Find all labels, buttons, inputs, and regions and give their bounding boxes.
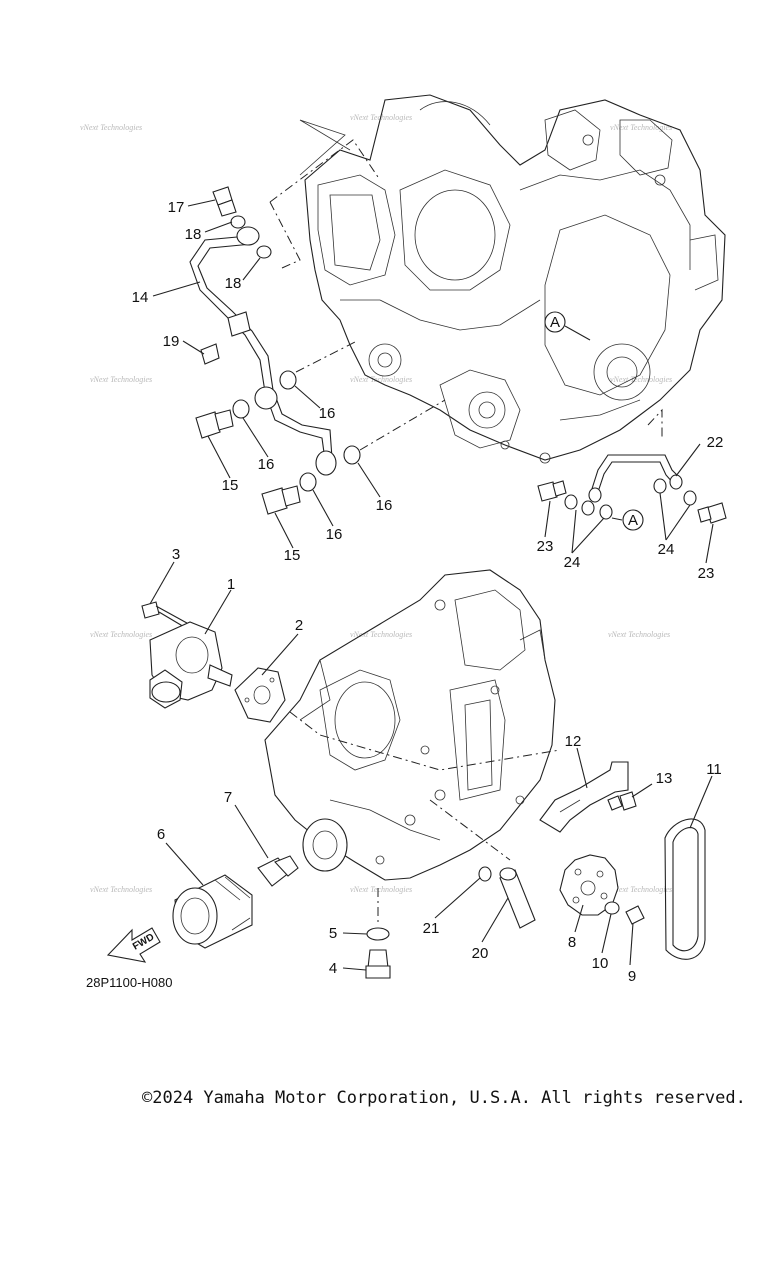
callout-18: 18	[225, 275, 242, 292]
watermark: vNext Technologies	[90, 375, 152, 384]
callout-23: 23	[698, 565, 715, 582]
union-bolt-23a	[537, 480, 567, 502]
copper-washer-18a	[230, 215, 246, 229]
screw-19	[200, 343, 220, 365]
callout-12: 12	[565, 733, 582, 750]
drain-bolt-4	[365, 949, 391, 979]
union-bolt-17	[212, 186, 237, 217]
callout-21: 21	[423, 920, 440, 937]
bolt-3	[141, 601, 197, 635]
ref-marker-label: A	[628, 512, 638, 529]
washer-24c	[599, 504, 613, 520]
callout-8: 8	[568, 934, 576, 951]
callout-9: 9	[628, 968, 636, 985]
washer-24b	[581, 500, 595, 516]
reference-lines-upper	[269, 139, 663, 451]
union-bolt-15b	[261, 485, 301, 515]
oil-pump-1	[149, 621, 233, 709]
callout-16: 16	[258, 456, 275, 473]
callout-24: 24	[658, 541, 675, 558]
washer-16b	[232, 399, 250, 419]
washer-16d	[343, 445, 361, 465]
watermark: vNext Technologies	[350, 885, 412, 894]
nut-9	[625, 905, 645, 925]
callout-15: 15	[222, 477, 239, 494]
gasket-2	[234, 667, 286, 723]
watermark: vNext Technologies	[90, 630, 152, 639]
washer-24e	[683, 490, 697, 506]
washer-24a	[564, 494, 578, 510]
ref-marker-a-engine: A	[544, 311, 591, 341]
callout-16: 16	[376, 497, 393, 514]
oil-filter-6	[172, 874, 253, 949]
copyright-notice: ©2024 Yamaha Motor Corporation, U.S.A. A…	[142, 1088, 746, 1108]
callout-23: 23	[537, 538, 554, 555]
reference-line-pump	[289, 711, 561, 771]
watermark: vNext Technologies	[610, 123, 672, 132]
filter-housing-boss	[302, 818, 348, 872]
callout-24: 24	[564, 554, 581, 571]
chain-guide-12	[539, 761, 629, 833]
callout-3: 3	[172, 546, 180, 563]
washer-10	[604, 901, 620, 915]
callout-6: 6	[157, 826, 165, 843]
chain-11	[664, 818, 706, 960]
copper-washer-18b	[256, 245, 272, 259]
callout-16: 16	[319, 405, 336, 422]
callout-10: 10	[592, 955, 609, 972]
callout-2: 2	[295, 617, 303, 634]
reference-line-pipe	[429, 799, 511, 861]
watermark: vNext Technologies	[608, 630, 670, 639]
callout-13: 13	[656, 770, 673, 787]
sprocket-8	[559, 854, 619, 916]
callout-22: 22	[707, 434, 724, 451]
washer-16c	[299, 472, 317, 492]
callout-15: 15	[284, 547, 301, 564]
watermark: vNext Technologies	[350, 630, 412, 639]
callout-19: 19	[163, 333, 180, 350]
callout-20: 20	[472, 945, 489, 962]
watermark: vNext Technologies	[80, 123, 142, 132]
union-bolt-7	[257, 855, 299, 887]
callout-11: 11	[706, 761, 722, 778]
callout-labels: 17 18 18 14 19 15 16 16 16 16 15 22 23 2…	[132, 199, 724, 985]
leader-lines	[149, 199, 714, 971]
callout-7: 7	[224, 789, 232, 806]
callout-1: 1	[227, 576, 235, 593]
watermark: vNext Technologies	[610, 885, 672, 894]
oil-pipe-22	[588, 454, 683, 503]
crankcase-lower	[264, 569, 556, 881]
watermark: vNext Technologies	[90, 885, 152, 894]
washer-24d	[653, 478, 667, 494]
callout-5: 5	[329, 925, 337, 942]
gasket-5	[366, 927, 390, 941]
callout-16: 16	[326, 526, 343, 543]
ref-marker-label: A	[550, 314, 560, 331]
callout-17: 17	[168, 199, 185, 216]
o-ring-21	[478, 866, 492, 882]
fwd-arrow-icon: FWD	[106, 927, 161, 963]
watermark: vNext Technologies	[350, 375, 412, 384]
washer-16a	[279, 370, 297, 390]
oil-pipe-20	[499, 867, 536, 929]
figure-code: 28P1100-H080	[86, 975, 173, 990]
bolt-13	[607, 791, 637, 811]
union-bolt-15a	[195, 409, 234, 439]
callout-14: 14	[132, 289, 149, 306]
engine-assembly-upper	[299, 94, 726, 464]
oil-delivery-pipe-14	[189, 226, 337, 476]
callout-18: 18	[185, 226, 202, 243]
watermark: vNext Technologies	[610, 375, 672, 384]
ref-marker-a-pipe: A	[611, 509, 644, 531]
callout-4: 4	[329, 960, 337, 977]
union-bolt-23b	[697, 502, 727, 524]
